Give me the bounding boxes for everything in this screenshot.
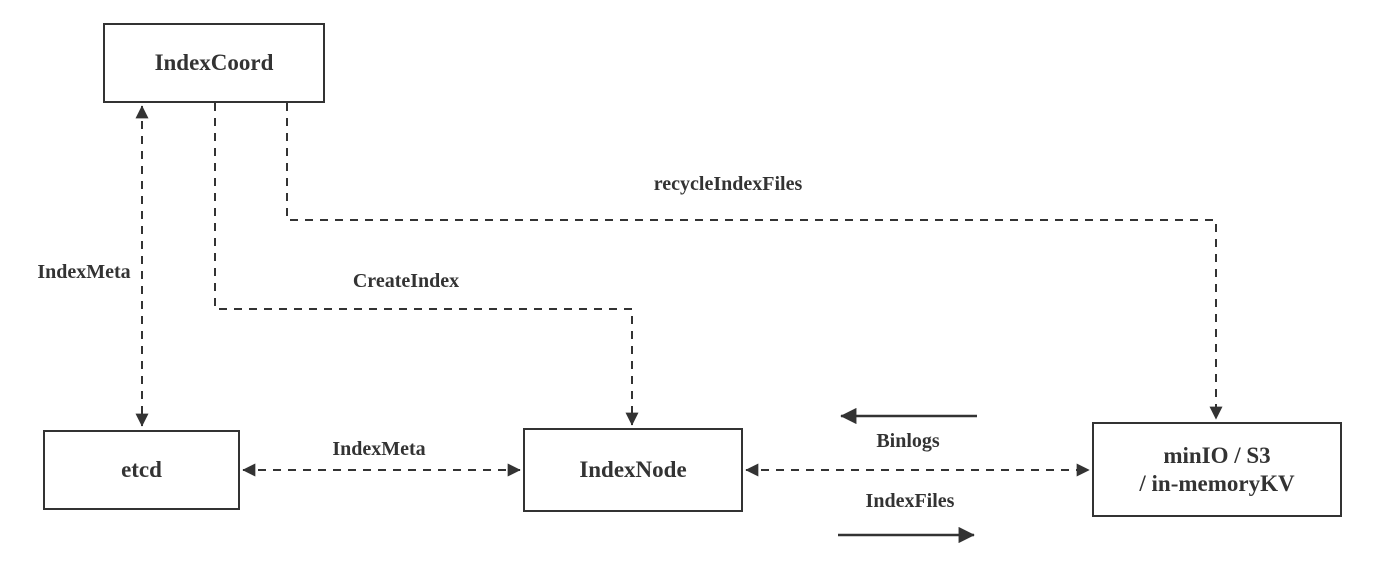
label-binlogs: Binlogs — [876, 430, 940, 452]
label-indexmeta-left: IndexMeta — [37, 261, 131, 283]
node-etcd-label: etcd — [121, 457, 162, 483]
node-indexcoord-label: IndexCoord — [154, 50, 274, 76]
recycleindexfiles-arrow — [286, 103, 1223, 420]
label-indexfiles: IndexFiles — [865, 490, 955, 512]
label-indexmeta-bottom: IndexMeta — [332, 438, 426, 460]
node-indexcoord: IndexCoord — [103, 23, 325, 103]
node-etcd: etcd — [43, 430, 240, 510]
node-storage: minIO / S3 / in-memoryKV — [1092, 422, 1342, 517]
createindex-arrow — [214, 103, 639, 426]
node-storage-label-line1: minIO / S3 — [1163, 442, 1271, 468]
label-createindex: CreateIndex — [352, 270, 460, 292]
node-indexnode-label: IndexNode — [579, 457, 687, 483]
label-recycleindexfiles: recycleIndexFiles — [653, 173, 803, 195]
node-storage-label-line2: / in-memoryKV — [1139, 470, 1295, 496]
node-indexnode: IndexNode — [523, 428, 743, 512]
